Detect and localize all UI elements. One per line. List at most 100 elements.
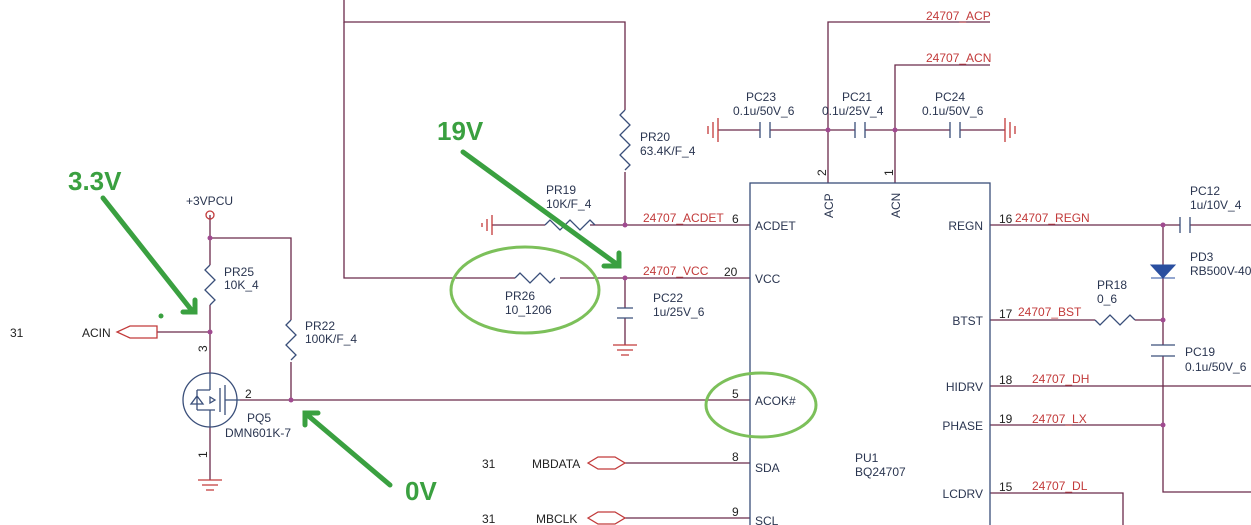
svg-text:RB500V-40: RB500V-40 xyxy=(1190,264,1251,278)
pin-regn: REGN xyxy=(948,219,983,233)
pin-acok: ACOK# xyxy=(755,394,796,408)
pin-phase: PHASE xyxy=(942,419,983,433)
svg-text:10K_4: 10K_4 xyxy=(224,278,259,292)
pin-num: 17 xyxy=(999,307,1013,321)
svg-text:0.1u/50V_6: 0.1u/50V_6 xyxy=(733,104,795,118)
pr20-symbol xyxy=(619,109,631,171)
pin-num: 6 xyxy=(732,212,739,226)
pin-num: 3 xyxy=(196,345,210,352)
svg-text:63.4K/F_4: 63.4K/F_4 xyxy=(640,144,696,158)
svg-text:0.1u/50V_6: 0.1u/50V_6 xyxy=(1185,360,1247,374)
svg-text:PR19: PR19 xyxy=(546,183,576,197)
svg-text:0_6: 0_6 xyxy=(1097,292,1117,306)
pin-num: 9 xyxy=(732,505,739,519)
capacitors xyxy=(617,122,1191,357)
pin-btst: BTST xyxy=(952,314,983,328)
svg-text:PC21: PC21 xyxy=(842,90,872,104)
pin-acp: ACP xyxy=(822,193,836,218)
ic-ref: PU1 xyxy=(855,451,879,465)
ic-part: BQ24707 xyxy=(855,465,906,479)
svg-text:PR26: PR26 xyxy=(505,289,535,303)
pr22-symbol xyxy=(285,319,297,361)
svg-text:1u/10V_4: 1u/10V_4 xyxy=(1190,198,1242,212)
svg-text:10K/F_4: 10K/F_4 xyxy=(546,197,592,211)
sheet-ref: 31 xyxy=(482,457,496,471)
pin-acdet: ACDET xyxy=(755,219,796,233)
arrow-icon xyxy=(302,410,393,488)
arrow-icon xyxy=(100,195,198,315)
pr26-symbol xyxy=(514,272,556,284)
svg-text:PD3: PD3 xyxy=(1190,250,1214,264)
sheet-ref: 31 xyxy=(482,512,496,525)
net-lx: 24707_LX xyxy=(1032,412,1087,426)
power-rail-icon xyxy=(205,210,215,220)
svg-text:PR22: PR22 xyxy=(305,319,335,333)
sheet-ref: 31 xyxy=(10,326,24,340)
mbdata-port-icon[interactable] xyxy=(586,456,627,470)
svg-text:PQ5: PQ5 xyxy=(247,411,271,425)
resistors xyxy=(204,109,1136,361)
arrow-icon xyxy=(460,149,622,269)
net-dl: 24707_DL xyxy=(1032,479,1088,493)
pin-num: 18 xyxy=(999,373,1013,387)
svg-text:10_1206: 10_1206 xyxy=(505,303,552,317)
pr18-symbol xyxy=(1094,314,1136,326)
ground-icons xyxy=(198,118,1016,491)
pin-lcdrv: LCDRV xyxy=(943,487,983,501)
acin-port-icon[interactable] xyxy=(115,325,158,339)
pin-hidrv: HIDRV xyxy=(946,380,983,394)
port-mbdata: MBDATA xyxy=(532,457,580,471)
annotation-19v: 19V xyxy=(437,116,484,146)
pin-num: 2 xyxy=(815,169,829,176)
pq5-mosfet-icon xyxy=(182,372,240,428)
pin-vcc: VCC xyxy=(755,272,781,286)
annotation-0v: 0V xyxy=(405,476,437,506)
wires xyxy=(157,0,1251,525)
pd3-diode-icon xyxy=(1149,264,1177,279)
net-vcc: 24707_VCC xyxy=(643,264,709,278)
pin-num: 16 xyxy=(999,212,1013,226)
net-bst: 24707_BST xyxy=(1018,305,1082,319)
svg-text:PR25: PR25 xyxy=(224,265,254,279)
net-regn: 24707_REGN xyxy=(1015,211,1090,225)
port-mbclk: MBCLK xyxy=(536,512,577,525)
power-rail-label: +3VPCU xyxy=(186,194,233,208)
pin-acn: ACN xyxy=(889,193,903,218)
highlight-ellipse xyxy=(449,245,601,335)
pin-num: 8 xyxy=(732,450,739,464)
pin-scl: SCL xyxy=(755,514,779,525)
highlight-ellipse xyxy=(704,371,818,439)
svg-text:PR20: PR20 xyxy=(640,130,670,144)
pin-num: 19 xyxy=(999,412,1013,426)
svg-text:PC24: PC24 xyxy=(935,90,965,104)
pin-num: 1 xyxy=(882,169,896,176)
net-acp: 24707_ACP xyxy=(926,9,991,23)
svg-text:PC22: PC22 xyxy=(653,291,683,305)
svg-text:100K/F_4: 100K/F_4 xyxy=(305,332,357,346)
pin-num: 1 xyxy=(196,451,210,458)
annotation-3v3: 3.3V xyxy=(68,166,122,196)
svg-text:PR18: PR18 xyxy=(1097,278,1127,292)
svg-text:PC12: PC12 xyxy=(1190,184,1220,198)
ic-pu1-body xyxy=(749,182,991,525)
pr25-symbol xyxy=(204,264,216,306)
pr19-symbol xyxy=(544,219,596,231)
pin-num: 15 xyxy=(999,480,1013,494)
pin-sda: SDA xyxy=(755,461,780,475)
junctions xyxy=(207,127,1166,428)
svg-text:0.1u/50V_6: 0.1u/50V_6 xyxy=(922,104,984,118)
net-acn: 24707_ACN xyxy=(926,51,991,65)
net-dh: 24707_DH xyxy=(1032,372,1089,386)
pin-num: 5 xyxy=(732,387,739,401)
svg-text:PC23: PC23 xyxy=(746,90,776,104)
pin-num: 20 xyxy=(724,265,738,279)
annotations: 3.3V 19V 0V xyxy=(68,116,818,506)
mbclk-port-icon[interactable] xyxy=(586,511,627,525)
port-acin: ACIN xyxy=(82,326,111,340)
svg-text:PC19: PC19 xyxy=(1185,345,1215,359)
net-acdet: 24707_ACDET xyxy=(643,211,724,225)
svg-text:DMN601K-7: DMN601K-7 xyxy=(225,426,291,440)
